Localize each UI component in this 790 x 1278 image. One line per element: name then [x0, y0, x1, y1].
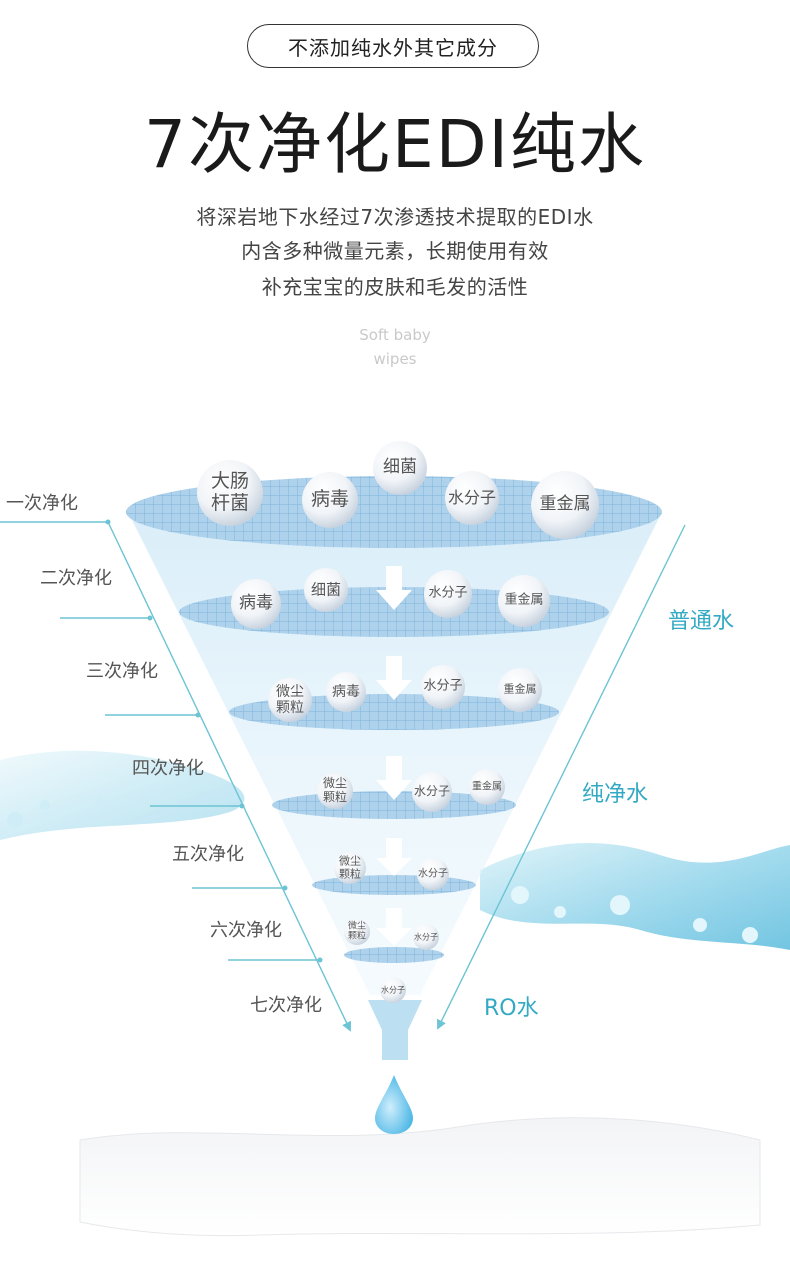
- funnel-outlet: [368, 1000, 422, 1060]
- bubbles: [197, 441, 599, 1003]
- bubble-label: 水分子: [413, 784, 451, 799]
- bubble-label: 细菌: [310, 580, 342, 599]
- stage-label-6: 六次净化: [210, 920, 282, 941]
- filter-layer-5: [312, 875, 476, 895]
- bubble-label: 水分子: [418, 868, 448, 880]
- bubble-label: 重金属: [504, 592, 544, 608]
- stage-label-4: 四次净化: [132, 758, 204, 779]
- bubble-label: 微尘 颗粒: [339, 854, 361, 880]
- down-arrow-icon: [376, 566, 412, 610]
- bubble-label: 水分子: [414, 932, 438, 942]
- bubble-label: 病毒: [310, 488, 350, 511]
- bubble-label: 重金属: [503, 682, 537, 696]
- down-arrow-icon: [376, 838, 412, 876]
- wipe-cloth: [79, 1117, 761, 1237]
- water-type-purified: 纯净水: [582, 782, 649, 807]
- stage-label-1: 一次净化: [6, 493, 78, 514]
- down-arrow-icon: [376, 756, 412, 800]
- bubble-label: 重金属: [539, 494, 591, 515]
- stage-label-2: 二次净化: [40, 568, 112, 589]
- bubble-label: 病毒: [239, 593, 273, 614]
- water-drop-icon: [375, 1075, 413, 1134]
- bubble-label: 微尘 颗粒: [276, 683, 304, 716]
- bubble-label: 水分子: [428, 585, 468, 601]
- stage-label-7: 七次净化: [250, 995, 322, 1016]
- bubble-label: 微尘 颗粒: [347, 921, 367, 942]
- stage-leader-lines: [0, 521, 352, 1032]
- bubble-label: 重金属: [472, 781, 502, 793]
- bubble-label: 病毒: [332, 683, 360, 700]
- stage-dots: [105, 519, 323, 963]
- right-output-arrow: [437, 524, 686, 1030]
- stage-label-3: 三次净化: [86, 661, 158, 682]
- down-arrows: [376, 566, 412, 946]
- description-line-1: 将深岩地下水经过7次渗透技术提取的EDI水: [196, 205, 594, 229]
- filter-layer-6: [344, 947, 444, 963]
- stage-label-5: 五次净化: [172, 844, 244, 865]
- water-type-ro: RO水: [484, 996, 539, 1021]
- water-splash-right: [480, 843, 790, 950]
- bubble-heavy-metal: [531, 471, 599, 539]
- bubble-label: 水分子: [423, 678, 463, 694]
- water-type-ordinary: 普通水: [668, 609, 735, 634]
- bubble-label: 微尘 颗粒: [322, 776, 348, 804]
- bubble-virus: [302, 472, 358, 528]
- water-splash-left: [0, 750, 245, 840]
- down-arrow-icon: [376, 908, 412, 946]
- down-arrow-icon: [376, 656, 412, 700]
- watermark-line-1: Soft baby: [359, 326, 431, 344]
- funnel-cone: [128, 512, 662, 995]
- bubble-ecoli: [197, 460, 263, 526]
- watermark-line-2: wipes: [373, 350, 417, 368]
- bubble-label: 大肠 杆菌: [210, 470, 250, 514]
- bubble-label: 细菌: [383, 457, 417, 478]
- page-title: 7次净化EDI纯水: [144, 106, 646, 183]
- description-line-2: 内含多种微量元素，长期使用有效: [241, 239, 549, 263]
- top-badge: 不添加纯水外其它成分: [247, 24, 539, 68]
- description-line-3: 补充宝宝的皮肤和毛发的活性: [261, 275, 529, 299]
- bubble-bacteria: [373, 441, 427, 495]
- bubble-label: 水分子: [381, 985, 405, 995]
- bubble-label: 水分子: [447, 487, 497, 507]
- bubble-water-molecule: [445, 471, 499, 525]
